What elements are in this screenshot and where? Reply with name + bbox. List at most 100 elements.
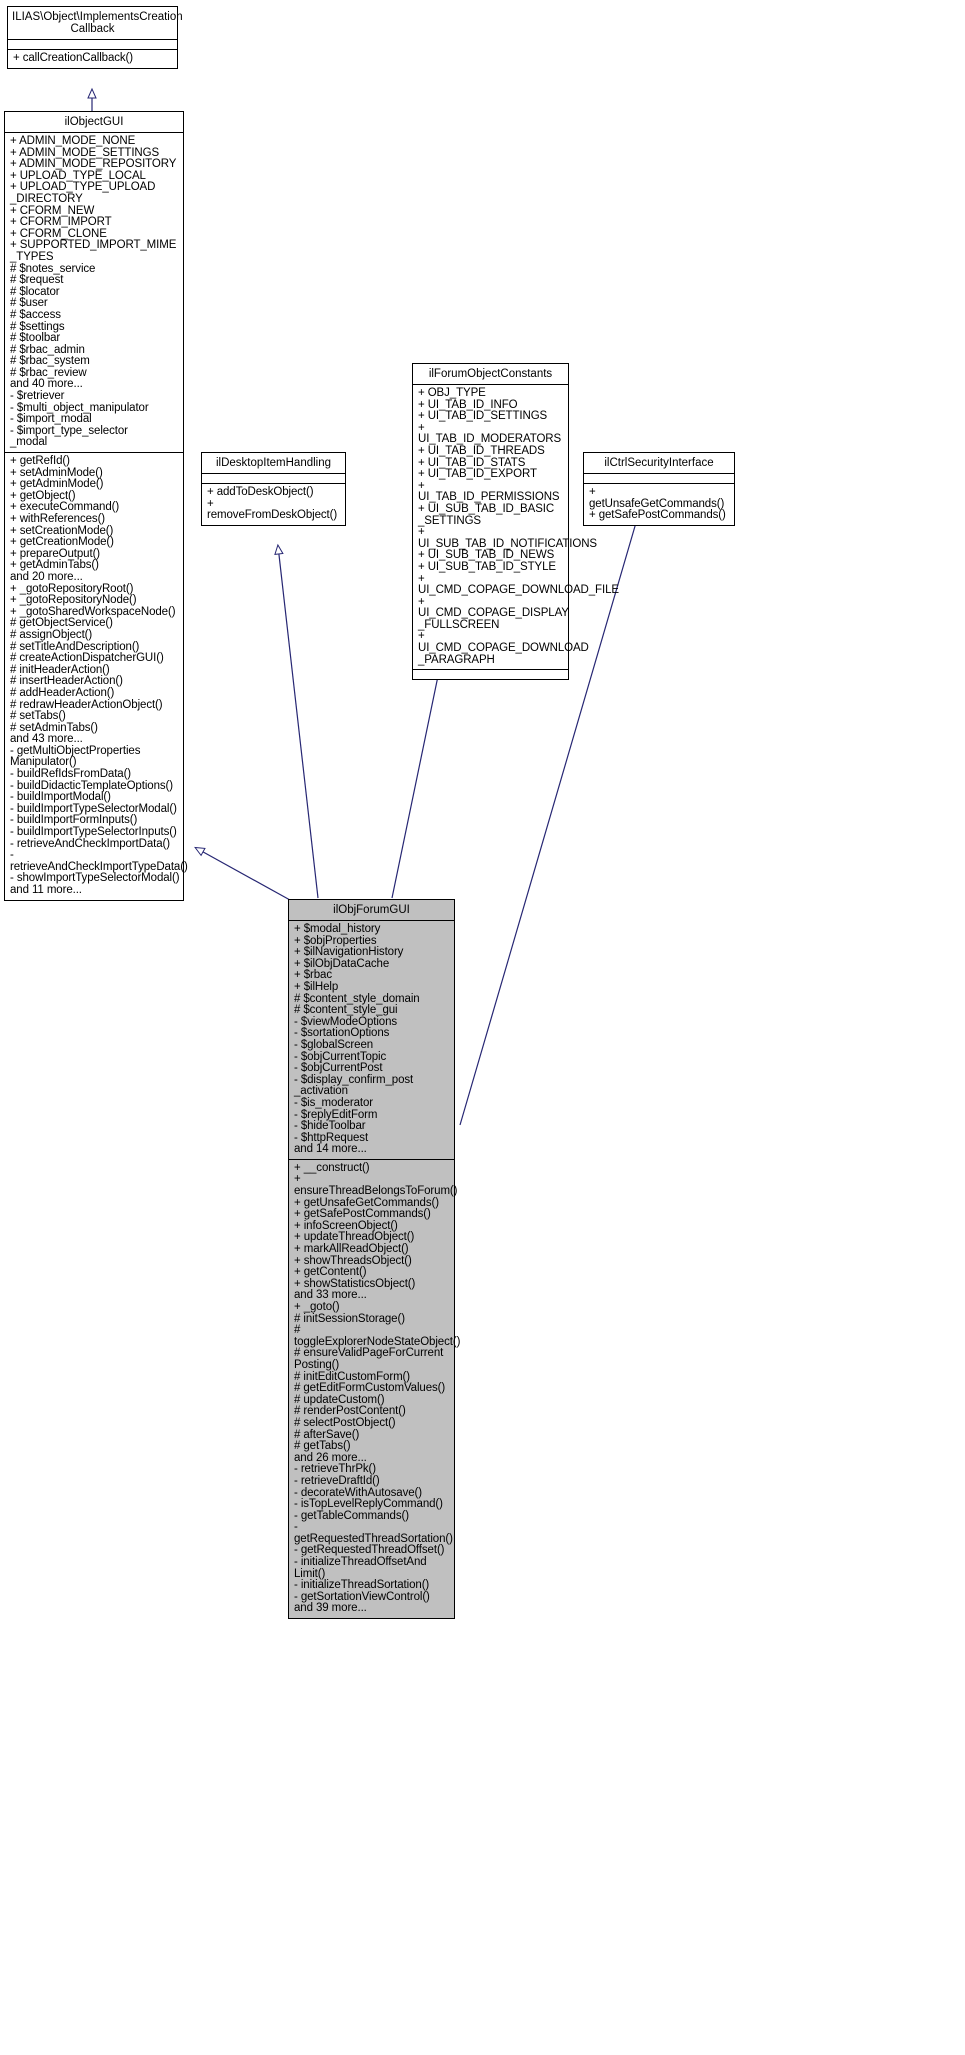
operation-row: - retrieveDraftId() [294, 1474, 380, 1487]
attribute-row: - $httpRequest [294, 1131, 369, 1144]
operation-row: + _gotoRepositoryRoot() [10, 582, 134, 595]
operation-row: # createActionDispatcherGUI() [10, 652, 164, 665]
operation-row: + getAdminTabs() [10, 559, 99, 572]
attribute-row: + UI_TAB_ID_INFO [418, 398, 518, 411]
class-node-il-ctrl-security-interface[interactable]: ilCtrlSecurityInterface + getUnsafeGetCo… [583, 452, 735, 526]
operation-row: - getRequestedThreadOffset() [294, 1544, 445, 1557]
attribute-row: and 40 more... [10, 378, 83, 391]
attribute-row: - $globalScreen [294, 1038, 374, 1051]
attributes-compartment [584, 474, 734, 484]
attribute-row: # $rbac_admin [10, 343, 85, 356]
operation-row: - retrieveAndCheckImportData() [10, 837, 170, 850]
attribute-row: + UI_SUB_TAB_ID_NEWS [418, 549, 555, 562]
class-title: ILIAS\Object\ImplementsCreation Callback [8, 7, 183, 40]
operations-compartment: + getRefId()+ setAdminMode()+ getAdminMo… [5, 453, 188, 900]
attributes-compartment: + OBJ_TYPE+ UI_TAB_ID_INFO+ UI_TAB_ID_SE… [413, 385, 619, 671]
operation-row: - buildImportFormInputs() [10, 814, 138, 827]
class-title: ilForumObjectConstants [413, 364, 568, 385]
attribute-row: - $multi_object_manipulator [10, 401, 149, 414]
operation-row: + getCreationMode() [10, 536, 114, 549]
attribute-row: # $rbac_review [10, 366, 87, 379]
operation-row: - initializeThreadSortation() [294, 1579, 430, 1592]
operation-row: + removeFromDeskObject() [207, 497, 338, 522]
operation-row: + showStatisticsObject() [294, 1277, 416, 1290]
class-title: ilDesktopItemHandling [202, 453, 345, 474]
operation-row: + getUnsafeGetCommands() [589, 486, 725, 510]
operation-row: - buildImportTypeSelectorModal() [10, 802, 177, 815]
operation-row: + setAdminMode() [10, 466, 103, 479]
attribute-row: # $content_style_domain [294, 992, 420, 1005]
attribute-row: + SUPPORTED_IMPORT_MIME _TYPES [10, 239, 177, 263]
class-node-il-desktop-item-handling[interactable]: ilDesktopItemHandling + addToDeskObject(… [201, 452, 346, 526]
operations-compartment [413, 670, 568, 679]
attribute-row: + $ilHelp [294, 980, 339, 993]
attributes-compartment: + $modal_history+ $objProperties+ $ilNav… [289, 921, 454, 1160]
attributes-compartment [8, 40, 177, 50]
operation-row: - buildImportTypeSelectorInputs() [10, 826, 177, 839]
attribute-row: + $ilNavigationHistory [294, 946, 404, 959]
attribute-row: # $toolbar [10, 332, 61, 345]
operation-row: + getRefId() [10, 455, 70, 468]
attribute-row: # $locator [10, 285, 60, 298]
operation-row: # initHeaderAction() [10, 663, 110, 676]
operation-row: + updateThreadObject() [294, 1231, 415, 1244]
attribute-row: - $replyEditForm [294, 1108, 378, 1121]
operation-row: + _gotoSharedWorkspaceNode() [10, 605, 176, 618]
operation-row: # selectPostObject() [294, 1416, 396, 1429]
attribute-row: + UI_TAB_ID_THREADS [418, 444, 545, 457]
operation-row: + getUnsafeGetCommands() [294, 1196, 439, 1209]
operation-row: + getObject() [10, 489, 76, 502]
operation-row: and 33 more... [294, 1289, 367, 1302]
operation-row: - getMultiObjectProperties Manipulator() [10, 744, 141, 769]
attribute-row: + OBJ_TYPE [418, 387, 486, 399]
class-node-il-object-gui[interactable]: ilObjectGUI + ADMIN_MODE_NONE+ ADMIN_MOD… [4, 111, 188, 901]
operation-row: and 11 more... [10, 884, 82, 896]
attributes-compartment [202, 474, 345, 484]
attribute-row: + CFORM_NEW [10, 204, 95, 217]
attribute-row: - $display_confirm_post _activation [294, 1073, 414, 1098]
attribute-row: + UI_CMD_COPAGE_DISPLAY _FULLSCREEN [418, 595, 569, 631]
attribute-row: - $viewModeOptions [294, 1015, 398, 1028]
attribute-row: # $access [10, 308, 61, 321]
operations-compartment: + getUnsafeGetCommands()+ getSafePostCom… [584, 484, 734, 525]
class-title: ilObjForumGUI [289, 900, 454, 921]
operations-compartment: + __construct()+ ensureThreadBelongsToFo… [289, 1160, 461, 1618]
operation-row: + setCreationMode() [10, 524, 114, 537]
operation-row: - initializeThreadOffsetAnd Limit() [294, 1556, 427, 1580]
attribute-row: - $import_modal [10, 413, 92, 426]
attribute-row: + UPLOAD_TYPE_LOCAL [10, 169, 146, 182]
operation-row: # ensureValidPageForCurrent Posting() [294, 1347, 444, 1371]
attribute-row: # $rbac_system [10, 355, 90, 368]
class-node-implements-creation-callback[interactable]: ILIAS\Object\ImplementsCreation Callback… [7, 6, 183, 69]
operation-row: - showImportTypeSelectorModal() [10, 872, 180, 885]
attribute-row: + UI_TAB_ID_EXPORT [418, 468, 537, 481]
attribute-row: + CFORM_CLONE [10, 227, 107, 240]
attribute-row: # $user [10, 297, 48, 310]
class-node-il-obj-forum-gui[interactable]: ilObjForumGUI + $modal_history+ $objProp… [288, 899, 461, 1620]
attribute-row: # $settings [10, 320, 65, 333]
operation-row: # addHeaderAction() [10, 686, 115, 699]
operation-row: # getObjectService() [10, 617, 113, 630]
class-title: ilObjectGUI [5, 112, 183, 133]
attribute-row: + UI_TAB_ID_MODERATORS [418, 421, 562, 446]
operation-row: # afterSave() [294, 1428, 360, 1441]
attribute-row: - $is_moderator [294, 1096, 374, 1109]
attribute-row: + UPLOAD_TYPE_UPLOAD _DIRECTORY [10, 181, 156, 205]
attribute-row: + $rbac [294, 969, 332, 982]
class-node-il-forum-object-constants[interactable]: ilForumObjectConstants + OBJ_TYPE+ UI_TA… [412, 363, 619, 681]
attribute-row: + CFORM_IMPORT [10, 216, 112, 229]
operation-row: and 43 more... [10, 733, 83, 746]
attribute-row: # $request [10, 274, 64, 287]
operation-row: # toggleExplorerNodeStateObject() [294, 1324, 461, 1348]
attribute-row: + $modal_history [294, 923, 381, 935]
attribute-row: - $objCurrentTopic [294, 1050, 387, 1063]
attribute-row: + UI_TAB_ID_STATS [418, 456, 526, 469]
operation-row: # getEditFormCustomValues() [294, 1382, 446, 1395]
attribute-row: - $sortationOptions [294, 1027, 390, 1040]
operation-row: + getSafePostCommands() [589, 509, 726, 522]
attribute-row: - $import_type_selector _modal [10, 424, 128, 449]
operation-row: + _gotoRepositoryNode() [10, 594, 137, 607]
operation-row: and 39 more... [294, 1602, 367, 1615]
attribute-row: - $objCurrentPost [294, 1062, 383, 1075]
operation-row: # renderPostContent() [294, 1405, 406, 1418]
